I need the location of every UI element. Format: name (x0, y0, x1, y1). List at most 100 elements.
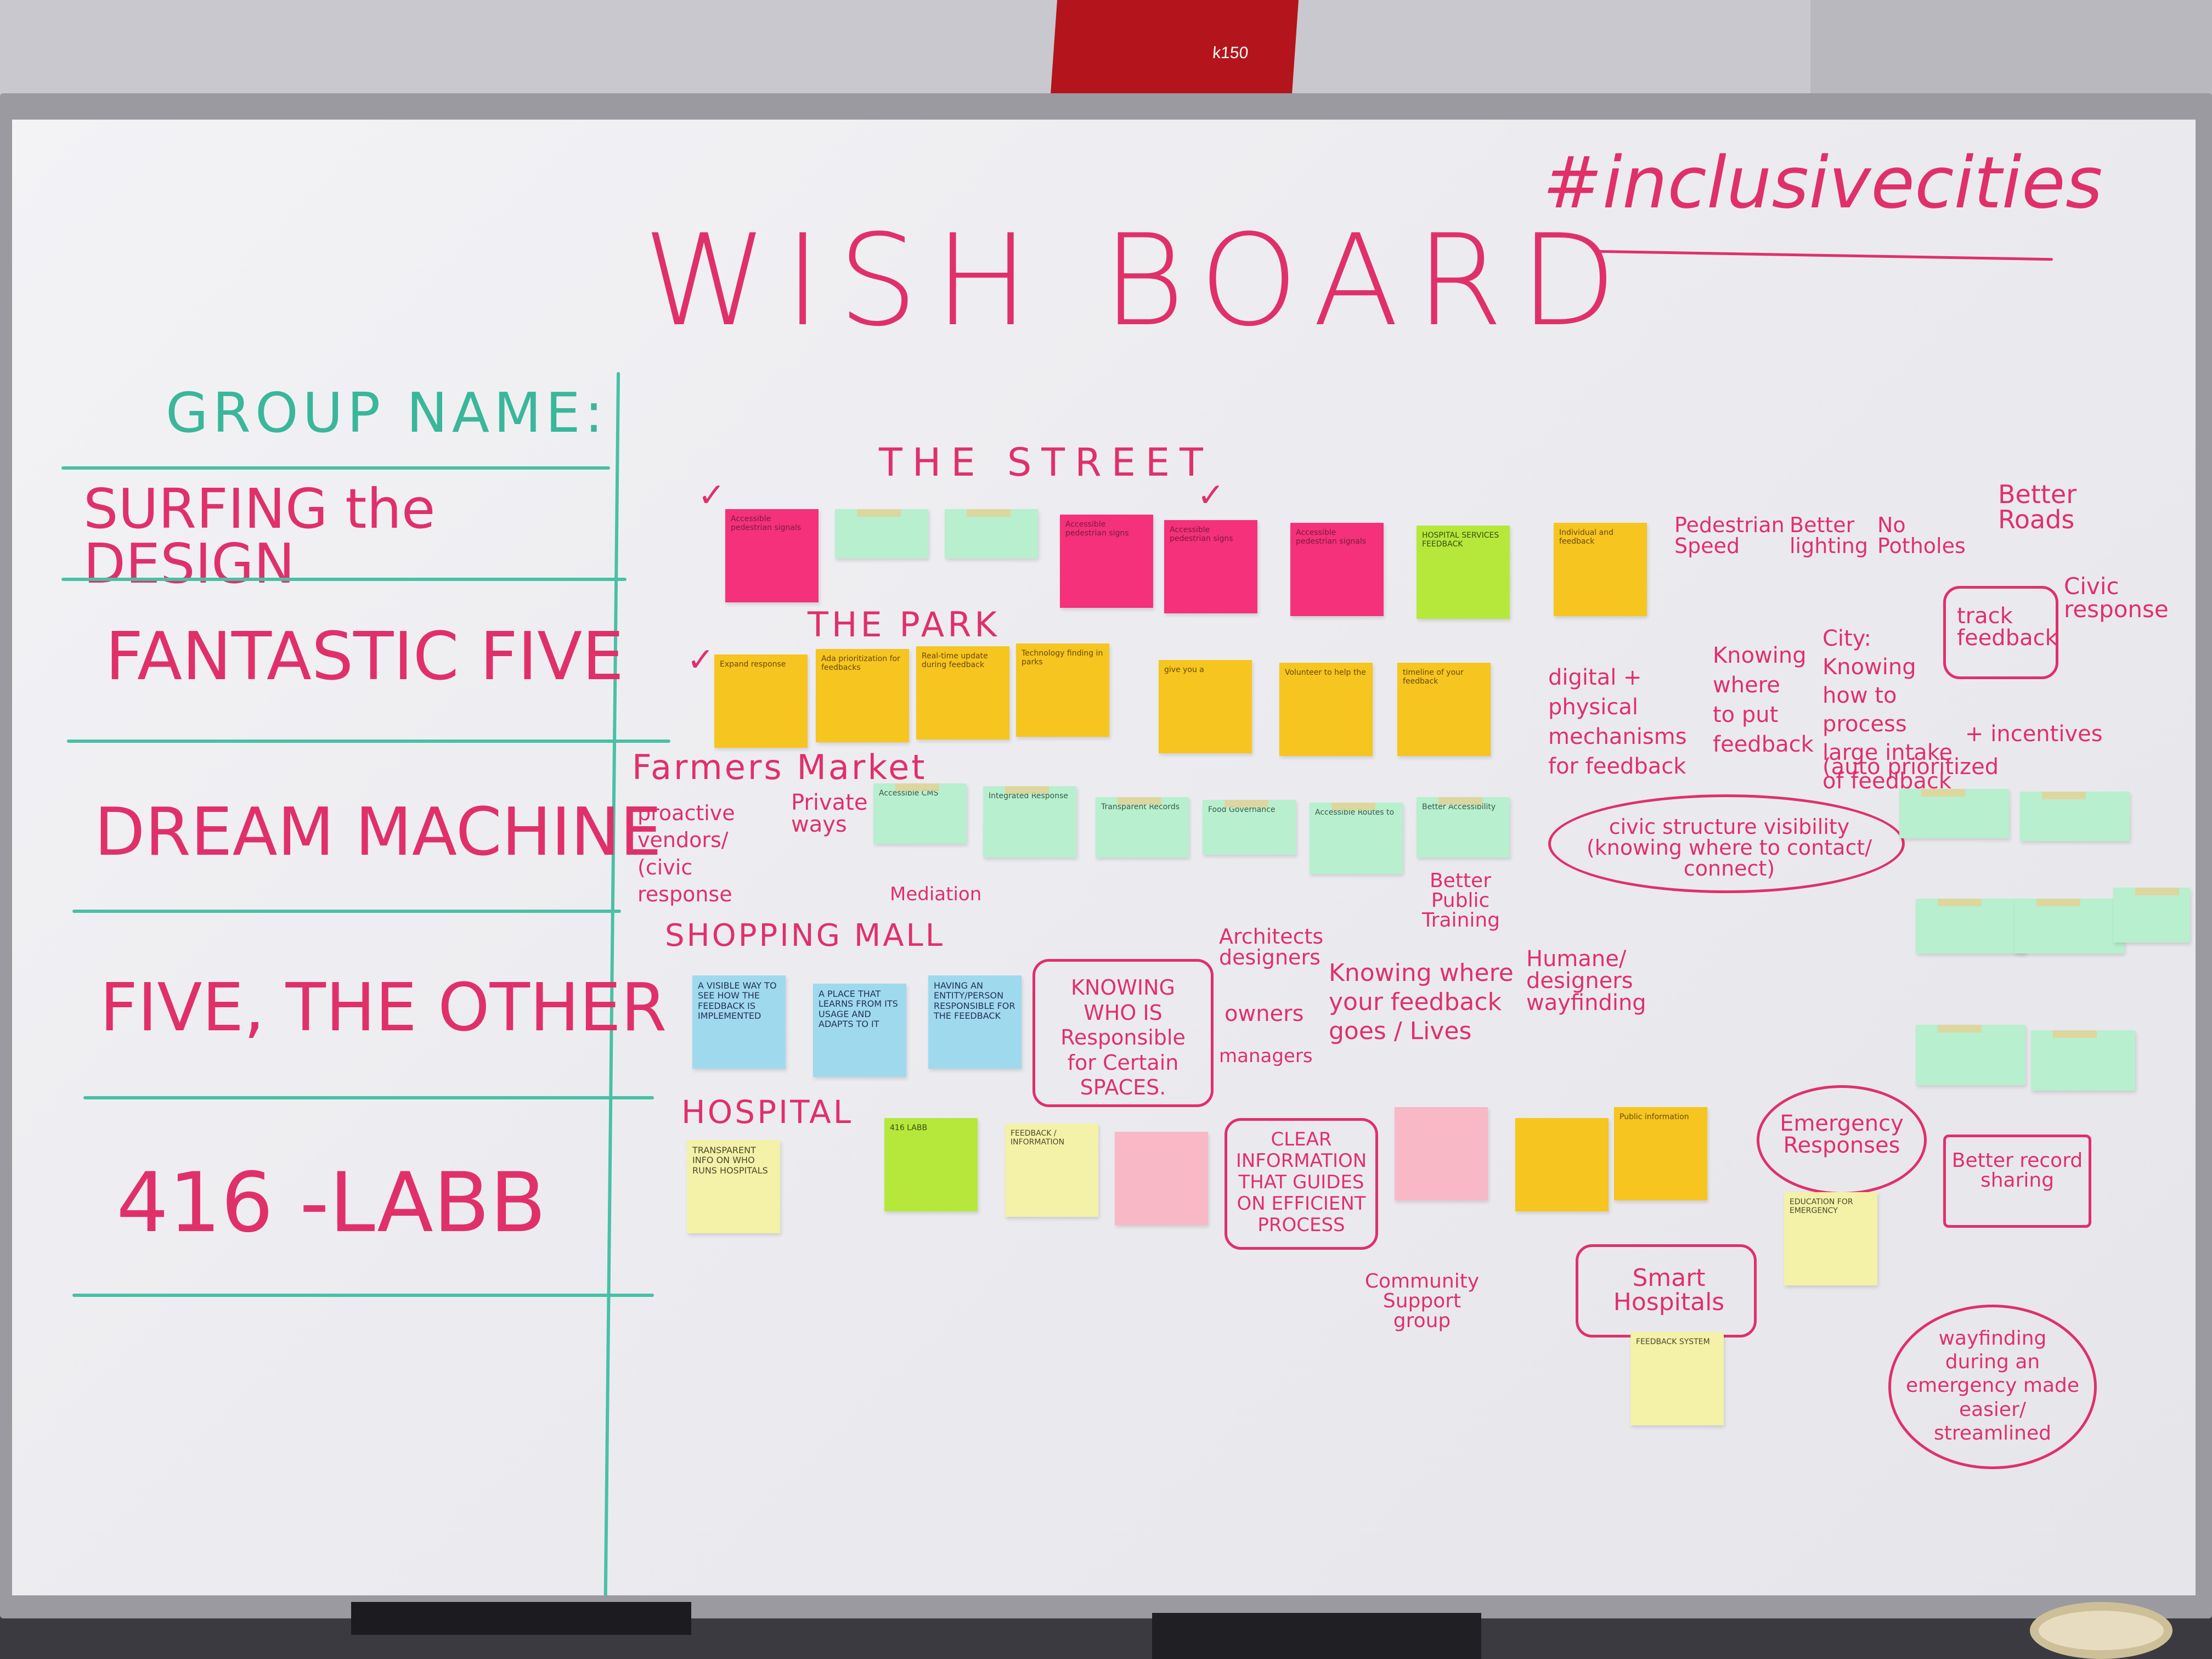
annotation: managers (1219, 1045, 1313, 1067)
sticky-note: Integrated Response (983, 786, 1076, 857)
sticky-note: give you a (1159, 660, 1252, 753)
sticky-note: Food Governance (1203, 800, 1296, 855)
sticky-note: Accessible pedestrian signals (1290, 523, 1384, 616)
sticky-note: TRANSPARENT INFO ON WHO RUNS HOSPITALS (687, 1140, 780, 1233)
annotation: Knowing where to put feedback (1713, 643, 1814, 757)
annotation: civic structure visibility (knowing wher… (1586, 815, 1872, 881)
track-feedback-box (1943, 586, 2058, 679)
sticky-note (945, 509, 1038, 558)
sticky-note: timeline of your feedback (1397, 663, 1491, 756)
section-park: THE PARK (808, 605, 1000, 645)
sticky-note: Accessible Routes to (1310, 803, 1403, 874)
annotation: Pedestrian Speed (1674, 513, 1785, 558)
sticky-note: Real-time update during feedback (916, 646, 1009, 740)
group-416-labb: 416 -LABB (116, 1155, 546, 1251)
annotation: + incentives (1965, 721, 2103, 747)
annotation: Humane/ designers wayfinding (1526, 946, 1646, 1015)
sticky-note (2113, 888, 2190, 943)
sticky-note: 416 LABB (884, 1118, 978, 1211)
sticky-note: Accessible pedestrian signs (1164, 520, 1257, 613)
annotation: KNOWING WHO IS Responsible for Certain S… (1060, 975, 1186, 1100)
annotation: City: Knowing how to process large intak… (1822, 626, 1953, 794)
hashtag-underline (1598, 250, 2053, 261)
annotation: Private ways (791, 790, 868, 837)
board-title: WISH BOARD (643, 208, 1634, 354)
annotation: proactive vendors/ (civic response (637, 801, 735, 907)
wayfinding-oval (1888, 1305, 2097, 1469)
group-divider-2 (61, 578, 627, 581)
group-surfing-the-design: SURFING the DESIGN (83, 477, 436, 596)
annotation: digital + physical mechanisms for feedba… (1548, 665, 1687, 779)
group-divider-3 (67, 740, 670, 743)
check-mark: ✓ (687, 641, 715, 679)
sticky-note (835, 509, 928, 558)
knowing-responsible-box (1032, 959, 1214, 1107)
check-mark: ✓ (698, 476, 726, 515)
sticky-note (2020, 792, 2130, 841)
group-name-header: GROUP NAME: (166, 381, 608, 445)
sticky-note: Individual and feedback (1554, 523, 1647, 616)
sticky-note (2031, 1030, 2135, 1091)
sticky-note (1115, 1132, 1208, 1225)
record-sharing-box (1943, 1135, 2091, 1228)
sticky-note (1515, 1118, 1609, 1211)
civic-structure-oval (1548, 794, 1905, 893)
annotation: Knowing where your feedback goes / Lives (1329, 959, 1514, 1045)
sticky-note: FEEDBACK SYSTEM (1630, 1332, 1724, 1425)
check-mark: ✓ (1197, 476, 1225, 515)
sticky-note (2015, 899, 2124, 953)
group-divider-1 (61, 466, 610, 470)
sticky-note: Public information (1614, 1107, 1707, 1200)
annotation: Civic response (2064, 573, 2169, 623)
annotation: Better lighting (1790, 513, 1868, 558)
sticky-note (1899, 789, 2009, 838)
sticky-note: Transparent Records (1096, 797, 1189, 857)
annotation: Mediation (890, 883, 982, 905)
annotation: Smart Hospitals (1613, 1264, 1725, 1316)
group-five-the-other: FIVE, THE OTHER (100, 970, 667, 1046)
sticky-note: Technology finding in parks (1016, 644, 1109, 737)
sticky-note: HAVING AN ENTITY/PERSON RESPONSIBLE FOR … (928, 975, 1022, 1069)
sticky-note: A PLACE THAT LEARNS FROM ITS USAGE AND A… (813, 984, 906, 1077)
section-farmers-market: Farmers Market (632, 747, 927, 787)
annotation: track feedback (1957, 603, 2058, 651)
group-divider-6 (72, 1294, 654, 1297)
sticky-note: FEEDBACK / INFORMATION (1005, 1124, 1098, 1217)
annotation: Better Public Training (1422, 870, 1500, 932)
section-hospital: HOSPITAL (681, 1093, 854, 1131)
sticky-note: Accessible CMS (873, 783, 967, 844)
marker-tray (351, 1602, 691, 1635)
annotation: wayfinding during an emergency made easi… (1905, 1327, 2080, 1444)
hashtag: #inclusivecities (1543, 141, 2103, 224)
annotation: Better record sharing (1951, 1149, 2083, 1192)
annotation: Architects designers (1219, 924, 1324, 969)
section-shopping-mall: SHOPPING MALL (665, 918, 945, 953)
tape-roll (2030, 1602, 2172, 1659)
sticky-note: Volunteer to help the (1279, 663, 1373, 756)
group-fantastic-five: FANTASTIC FIVE (105, 619, 624, 695)
clear-information-box (1224, 1118, 1378, 1250)
floor-items (1152, 1613, 1481, 1659)
group-divider-4 (72, 910, 621, 913)
annotation: Community Support group (1364, 1270, 1480, 1332)
annotation: CLEAR INFORMATION THAT GUIDES ON EFFICIE… (1235, 1128, 1367, 1237)
whiteboard: WISH BOARD #inclusivecities GROUP NAME: … (12, 120, 2196, 1595)
sticky-note: Accessible pedestrian signals (725, 509, 819, 602)
sticky-note (1395, 1107, 1488, 1200)
sticky-note (1916, 1025, 2025, 1085)
sticky-note (1916, 899, 2025, 953)
sticky-note: Accessible pedestrian signs (1060, 515, 1153, 608)
annotation: Emergency Responses (1780, 1111, 1904, 1158)
annotation: owners (1224, 1001, 1304, 1026)
sticky-note: HOSPITAL SERVICES FEEDBACK (1417, 526, 1510, 619)
section-street: THE STREET (879, 440, 1213, 485)
sticky-note: EDUCATION FOR EMERGENCY (1784, 1192, 1877, 1285)
annotation: (auto prioritized (1822, 754, 1999, 780)
annotation: No Potholes (1877, 513, 1966, 558)
sticky-note: A VISIBLE WAY TO SEE HOW THE FEEDBACK IS… (692, 975, 786, 1069)
sticky-note: Expand response (714, 654, 808, 748)
sticky-note: Better Accessibility (1417, 797, 1510, 857)
group-dream-machine: DREAM MACHINE (94, 794, 662, 871)
group-divider-5 (83, 1096, 654, 1099)
annotation: Better Roads (1998, 479, 2077, 534)
